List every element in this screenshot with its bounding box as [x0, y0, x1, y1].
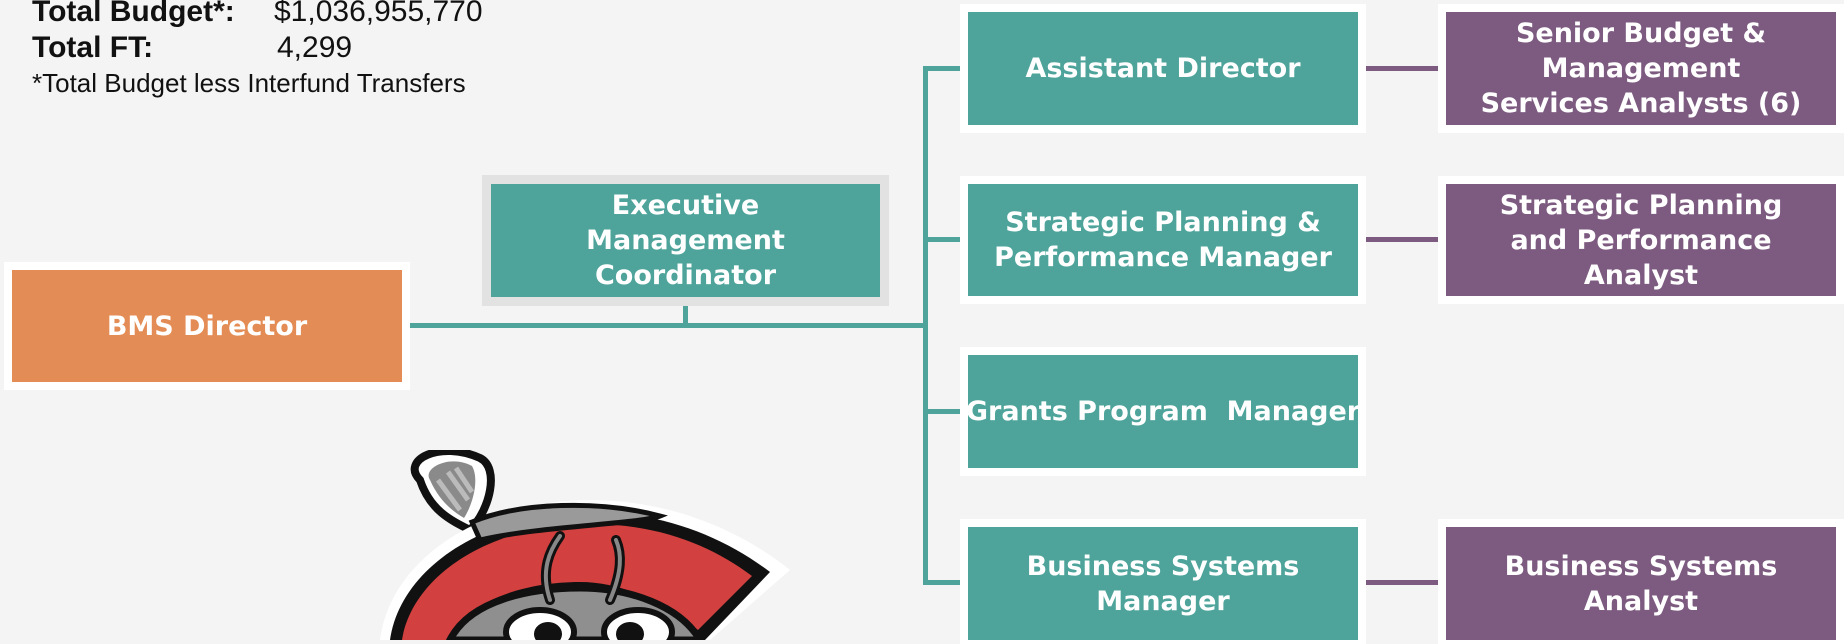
- assistant-director-branch-line: [923, 66, 968, 71]
- business-manager-label: Business Systems Manager: [1026, 550, 1300, 617]
- director-connector-line: [410, 323, 926, 328]
- total-budget-label: Total Budget*:: [32, 0, 235, 28]
- strategic-manager-box: Strategic Planning & Performance Manager: [960, 176, 1366, 304]
- strategic-analyst-box: Strategic Planning and Performance Analy…: [1438, 176, 1844, 304]
- business-manager-box: Business Systems Manager: [960, 519, 1366, 644]
- assistant-director-box: Assistant Director: [960, 4, 1366, 133]
- senior-analysts-box: Senior Budget & Management Services Anal…: [1438, 4, 1844, 133]
- business-manager-branch-line: [923, 580, 968, 585]
- business-analyst-connector-line: [1366, 580, 1438, 585]
- catfish-mascot-icon: [360, 446, 820, 644]
- budget-footnote: *Total Budget less Interfund Transfers: [32, 68, 466, 98]
- strategic-analyst-label: Strategic Planning and Performance Analy…: [1499, 189, 1783, 291]
- total-ft-label: Total FT:: [32, 31, 154, 64]
- business-analyst-label: Business Systems Analyst: [1504, 550, 1778, 617]
- strategic-analyst-connector-line: [1366, 237, 1438, 242]
- budget-summary: Total Budget*: $1,036,955,770 Total FT: 4,…: [32, 0, 483, 100]
- executive-coordinator-box: Executive Management Coordinator: [482, 175, 889, 306]
- assistant-director-label: Assistant Director: [1025, 53, 1301, 84]
- total-budget-row: Total Budget*: $1,036,955,770: [32, 0, 483, 30]
- bms-director-box: BMS Director: [4, 262, 410, 390]
- strategic-manager-branch-line: [923, 237, 968, 242]
- grants-manager-branch-line: [923, 409, 968, 414]
- senior-analysts-label: Senior Budget & Management Services Anal…: [1480, 18, 1802, 119]
- strategic-manager-label: Strategic Planning & Performance Manager: [994, 207, 1332, 273]
- executive-coordinator-label: Executive Management Coordinator: [586, 190, 785, 291]
- org-trunk-line: [923, 66, 928, 584]
- bms-director-label: BMS Director: [106, 310, 308, 342]
- senior-analysts-connector-line: [1366, 66, 1438, 71]
- total-ft-value: 4,299: [277, 31, 353, 64]
- grants-manager-box: Grants Program Manager: [960, 347, 1366, 476]
- total-ft-row: Total FT: 4,299: [32, 30, 483, 66]
- grants-manager-label: Grants Program Manager: [965, 396, 1361, 427]
- coordinator-connector-line: [683, 303, 688, 327]
- business-analyst-box: Business Systems Analyst: [1438, 519, 1844, 644]
- total-budget-value: $1,036,955,770: [274, 0, 483, 28]
